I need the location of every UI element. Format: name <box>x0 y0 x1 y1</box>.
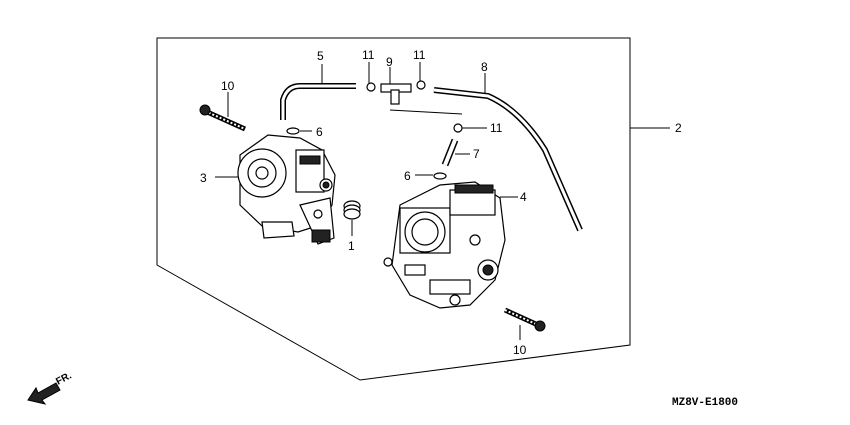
screw-part-10-lower <box>503 307 546 332</box>
leader-lines <box>215 62 670 340</box>
arrow-down-left-icon <box>27 382 61 405</box>
callout-5: 5 <box>317 49 324 63</box>
screw-part-10-upper <box>199 104 247 132</box>
front-direction-indicator: FR. <box>27 370 74 405</box>
callout-3: 3 <box>200 171 207 185</box>
short-hose-part-7 <box>441 138 459 167</box>
front-label: FR. <box>54 370 74 387</box>
clip-part-11-left <box>366 82 376 92</box>
clip-part-11-lower <box>453 123 463 133</box>
callout-10-upper: 10 <box>221 79 235 93</box>
callout-2: 2 <box>675 121 682 135</box>
o-ring-part-6-upper <box>286 127 300 135</box>
callout-11-left: 11 <box>362 48 375 62</box>
assembly-outline <box>156 37 631 381</box>
callout-6-upper: 6 <box>316 125 323 139</box>
callout-9: 9 <box>386 55 393 69</box>
callout-11-lower: 11 <box>490 121 503 135</box>
o-ring-part-6-lower <box>433 172 447 180</box>
left-carburetor <box>237 134 336 245</box>
hose-part-5 <box>280 83 356 120</box>
drawing-code: MZ8V-E1800 <box>672 397 738 409</box>
right-carburetor <box>383 181 506 309</box>
callout-4: 4 <box>520 190 527 204</box>
callout-11-right: 11 <box>413 48 426 62</box>
callout-1: 1 <box>348 239 355 253</box>
callout-8: 8 <box>481 60 488 74</box>
clip-part-11-right <box>416 80 426 90</box>
callout-6-lower: 6 <box>404 169 411 183</box>
callout-10-lower: 10 <box>513 343 527 357</box>
spring-part-1 <box>343 200 361 220</box>
t-joint-part-9 <box>380 83 412 105</box>
callout-7: 7 <box>473 147 480 161</box>
